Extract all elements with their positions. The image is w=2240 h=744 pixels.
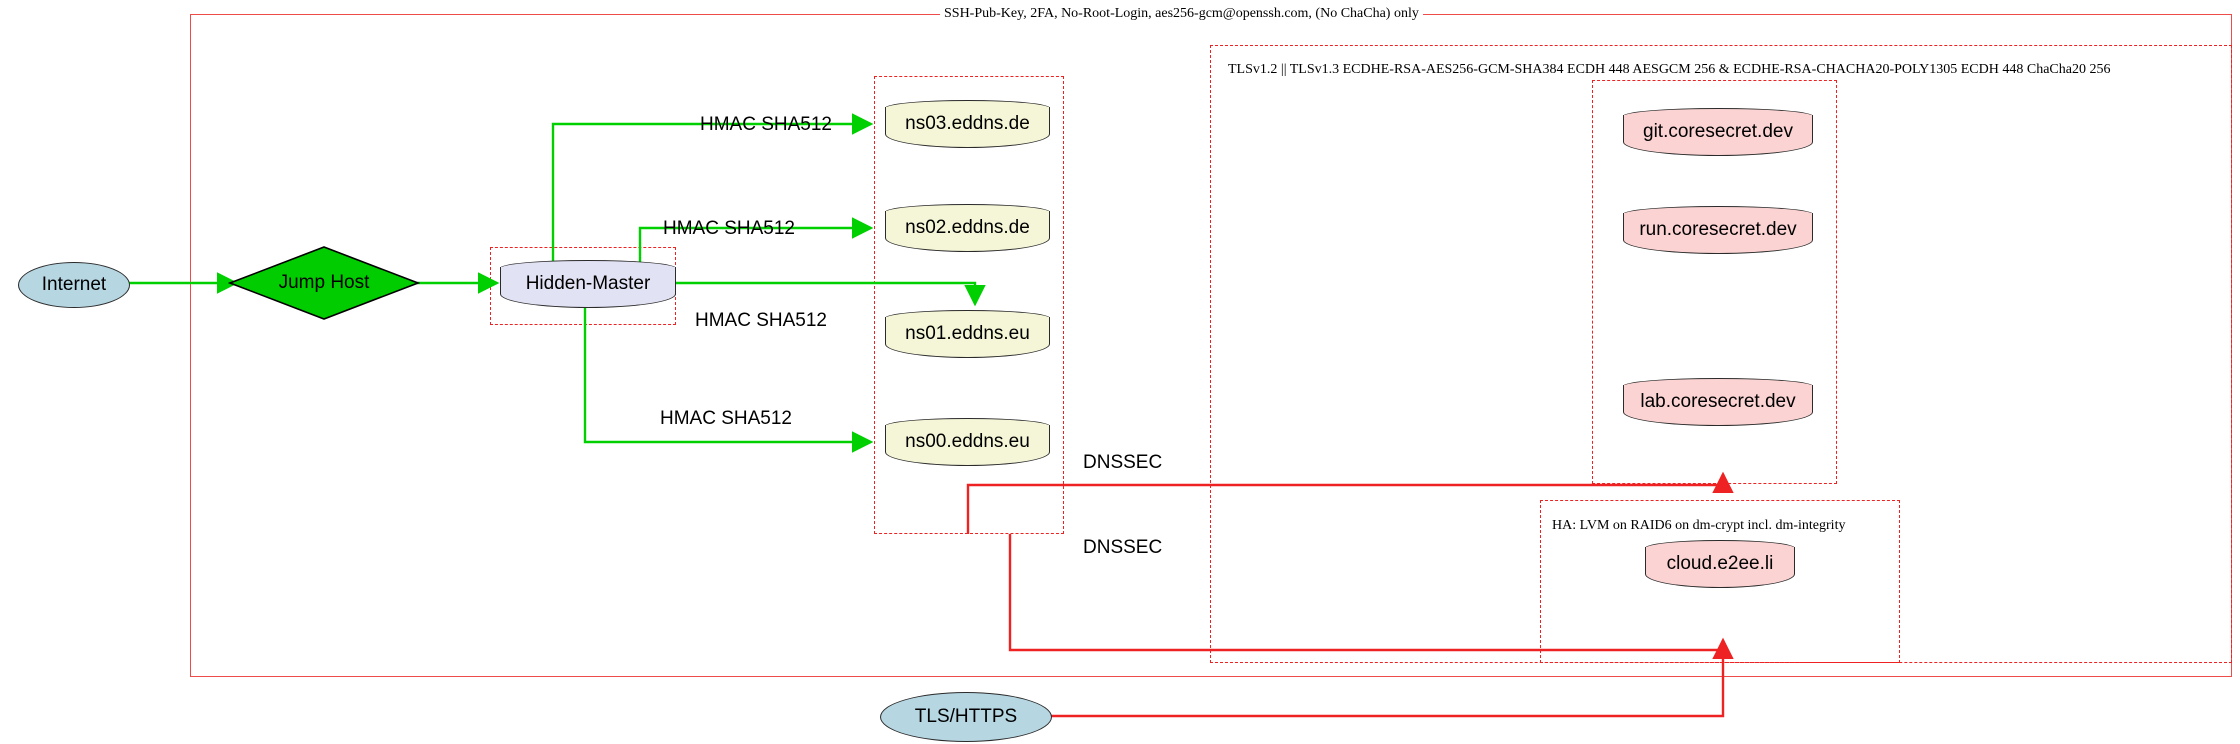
node-internet-label: Internet (41, 274, 107, 295)
cylinder-body (1623, 213, 1813, 254)
edge-label-hmac-ns03: HMAC SHA512 (700, 114, 832, 135)
node-ns02[interactable]: ns02.eddns.de (885, 204, 1050, 252)
node-git-coresecret[interactable]: git.coresecret.dev (1623, 108, 1813, 156)
boundary-label-ha: HA: LVM on RAID6 on dm-crypt incl. dm-in… (1552, 518, 1846, 533)
edge-label-hmac-ns01: HMAC SHA512 (695, 310, 827, 331)
node-hidden-master-label: Hidden-Master (525, 273, 651, 294)
node-jump-host-label: Jump Host (278, 272, 370, 293)
boundary-label-ssh: SSH-Pub-Key, 2FA, No-Root-Login, aes256-… (940, 6, 1423, 22)
edge-label-dnssec-upper: DNSSEC (1083, 452, 1163, 473)
node-ns03[interactable]: ns03.eddns.de (885, 100, 1050, 148)
node-lab-coresecret[interactable]: lab.coresecret.dev (1623, 378, 1813, 426)
node-cloud-e2ee-label: cloud.e2ee.li (1666, 553, 1774, 574)
boundary-ha-zone (1540, 500, 1900, 663)
cylinder-body (885, 317, 1050, 358)
cylinder-body (1623, 385, 1813, 426)
node-git-coresecret-label: git.coresecret.dev (1643, 121, 1793, 142)
node-ns03-label: ns03.eddns.de (905, 113, 1030, 134)
node-ns01[interactable]: ns01.eddns.eu (885, 310, 1050, 358)
node-run-coresecret-label: run.coresecret.dev (1639, 219, 1797, 240)
node-internet[interactable]: Internet (18, 262, 130, 308)
cylinder-body (885, 107, 1050, 148)
edge-label-hmac-ns02: HMAC SHA512 (663, 218, 795, 239)
edge-label-dnssec-lower: DNSSEC (1083, 537, 1163, 558)
node-ns00-label: ns00.eddns.eu (905, 431, 1030, 452)
cylinder-body (885, 211, 1050, 252)
cylinder-body (1645, 547, 1795, 588)
edge-label-hmac-ns00: HMAC SHA512 (660, 408, 792, 429)
cylinder-body (885, 425, 1050, 466)
node-hidden-master[interactable]: Hidden-Master (500, 260, 676, 308)
node-tls-https[interactable]: TLS/HTTPS (880, 692, 1052, 742)
cylinder-body (500, 267, 676, 308)
node-run-coresecret[interactable]: run.coresecret.dev (1623, 206, 1813, 254)
node-cloud-e2ee[interactable]: cloud.e2ee.li (1645, 540, 1795, 588)
boundary-label-tls: TLSv1.2 || TLSv1.3 ECDHE-RSA-AES256-GCM-… (1228, 62, 2111, 77)
node-ns02-label: ns02.eddns.de (905, 217, 1030, 238)
node-ns01-label: ns01.eddns.eu (905, 323, 1030, 344)
cylinder-body (1623, 115, 1813, 156)
node-tls-https-label: TLS/HTTPS (914, 706, 1018, 727)
node-lab-coresecret-label: lab.coresecret.dev (1640, 391, 1796, 412)
node-jump-host[interactable]: Jump Host (228, 245, 420, 321)
node-ns00[interactable]: ns00.eddns.eu (885, 418, 1050, 466)
